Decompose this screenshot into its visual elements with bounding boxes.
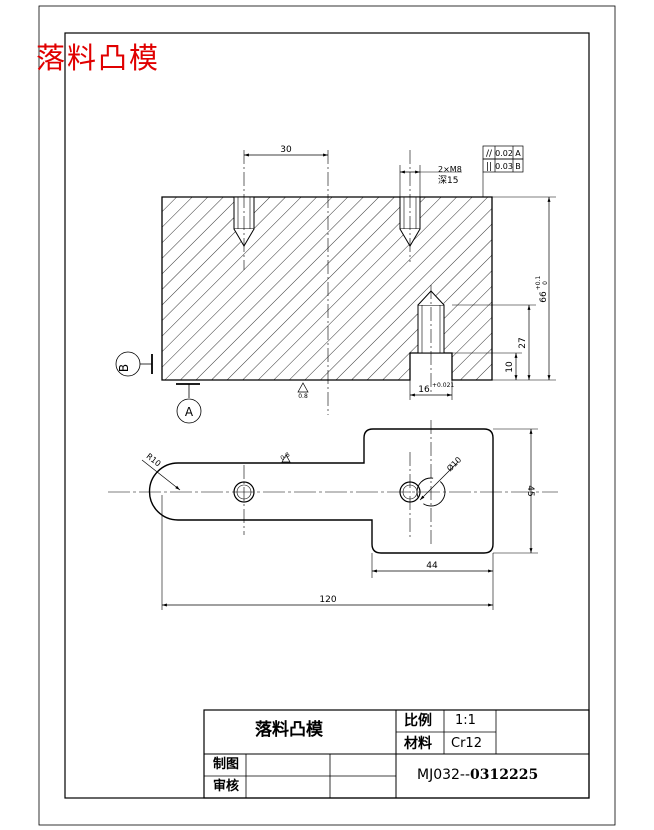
dim-30: 30 (280, 145, 292, 155)
dim-27: 27 (518, 337, 528, 348)
dim-66-tol-lower: 0 (542, 281, 549, 285)
material-label: 材料 (404, 736, 432, 752)
title-part-name: 落料凸模 (255, 720, 323, 740)
front-section-view (115, 150, 556, 424)
dim-45: 45 (525, 485, 535, 496)
punch-outline (148, 428, 494, 554)
tol-frame-1-value: 0.02 (495, 149, 513, 158)
surface-finish-plan-value: 0.8 (279, 451, 291, 462)
datum-a-letter: A (185, 405, 194, 419)
dim-r10: R10 (145, 452, 163, 469)
outer-border (38, 5, 616, 826)
dim-hole-dia: Ø10 (445, 455, 464, 474)
tol-frame-1-symbol: // (486, 149, 493, 159)
dim-16: 16 (418, 385, 430, 395)
scale-label: 比例 (404, 713, 432, 729)
scale-value: 1:1 (455, 713, 476, 728)
tol-frame-2-value: 0.03 (495, 162, 513, 171)
datum-a-symbol (176, 398, 202, 424)
tol-frame-1-datum: A (515, 149, 521, 158)
dimension-texts: 30 2×M8 深15 66 +0.1 0 27 10 16 +0.021 0.… (117, 145, 549, 605)
surface-finish-value: 0.8 (298, 393, 308, 400)
checked-by-label: 审核 (213, 779, 240, 794)
drawing-number-suffix: 0312225 (470, 767, 539, 783)
datum-b-letter: B (117, 364, 131, 372)
title-block-frame (203, 709, 590, 799)
drawing-number-prefix: MJ032-- (417, 767, 471, 783)
dim-44: 44 (426, 561, 438, 571)
top-view (108, 420, 558, 610)
dim-thread: 2×M8 (438, 165, 462, 174)
dim-66: 66 (539, 291, 549, 303)
drawn-by-label: 制图 (213, 757, 240, 772)
tolerance-frames: // 0.02 A || 0.03 B (482, 145, 524, 173)
dim-thread-depth: 深15 (438, 175, 458, 186)
dim-120: 120 (319, 595, 336, 605)
drawing-heading: 落料凸模 (36, 41, 161, 75)
dim-10: 10 (505, 361, 515, 373)
tol-frame-2-symbol: || (486, 162, 492, 172)
drawing-number: MJ032--0312225 (417, 768, 538, 782)
inner-border (64, 32, 590, 799)
tol-frame-2-datum: B (515, 162, 521, 171)
dim-16-tol: +0.021 (432, 382, 454, 389)
material-value: Cr12 (451, 736, 482, 751)
dim-66-tol-upper: +0.1 (535, 276, 542, 291)
surface-finish-symbol (297, 382, 309, 393)
